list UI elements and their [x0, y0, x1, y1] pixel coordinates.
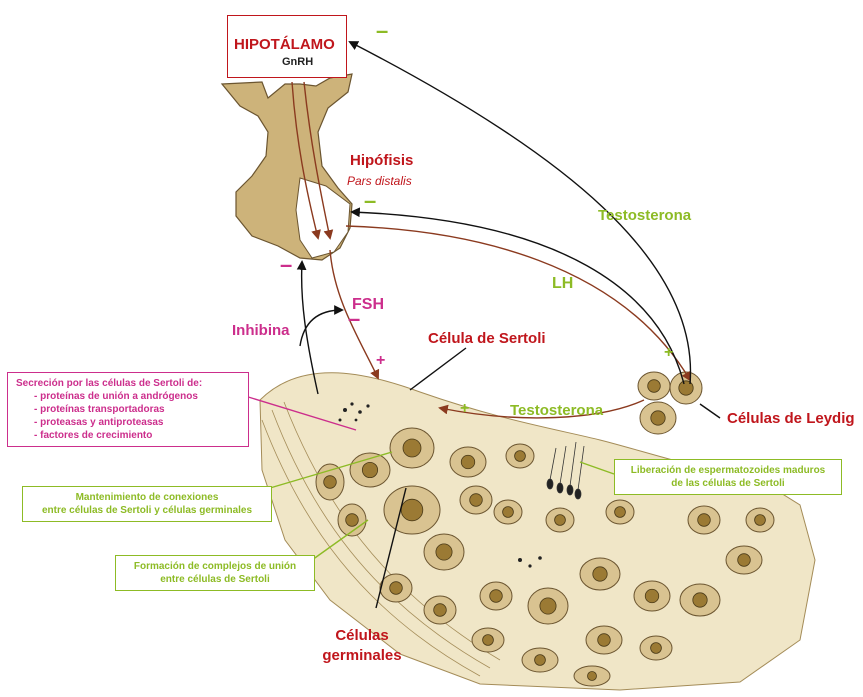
connections-line-2: entre células de Sertoli y células germi…	[29, 504, 265, 517]
junctions-box: Formación de complejos de unión entre cé…	[115, 555, 315, 591]
inhibin-fsh-arc	[300, 310, 342, 346]
plus-sertoli: +	[376, 352, 385, 370]
sperm-release-box: Liberación de espermatozoides maduros de…	[614, 459, 842, 495]
junctions-line-1: Formación de complejos de unión	[122, 560, 308, 573]
inhibin-label: Inhibina	[232, 322, 290, 339]
cell-nucleus	[390, 582, 403, 595]
minus-hypothalamus: –	[376, 18, 388, 44]
cell-nucleus	[555, 515, 566, 526]
secretion-item: - proteasas y antiproteasas	[16, 416, 240, 429]
cell-nucleus	[755, 515, 766, 526]
pituitary-title: Hipófisis	[350, 152, 413, 169]
cell-nucleus	[403, 439, 421, 457]
cell-nucleus	[515, 451, 526, 462]
testosterone-top-label: Testosterona	[598, 207, 691, 224]
cell-nucleus	[679, 381, 693, 395]
cell-nucleus	[490, 590, 503, 603]
cell-nucleus	[503, 507, 514, 518]
cell-nucleus	[346, 514, 359, 527]
cell-nucleus	[535, 655, 546, 666]
germinal-line-1: Células	[318, 626, 406, 646]
secretion-item: - proteínas transportadoras	[16, 403, 240, 416]
cell-nucleus	[651, 411, 665, 425]
germinal-line-2: germinales	[318, 646, 406, 666]
stimulation-arrows	[292, 82, 690, 418]
cell-nucleus	[540, 598, 556, 614]
germinal-cells-label: Células germinales	[318, 626, 406, 666]
cell-nucleus	[738, 554, 751, 567]
sertoli-cell-label: Célula de Sertoli	[428, 330, 546, 347]
cell-nucleus	[434, 604, 447, 617]
cell-nucleus	[651, 643, 662, 654]
cell-nucleus	[324, 476, 337, 489]
minus-fsh: –	[348, 306, 360, 332]
pars-distalis	[296, 178, 350, 258]
sertoli-secretion-box: Secreción por las células de Sertoli de:…	[7, 372, 249, 447]
cell-nucleus	[362, 462, 377, 477]
cell-nucleus	[588, 672, 597, 681]
cell-nucleus	[461, 455, 475, 469]
cell-nucleus	[615, 507, 626, 518]
cell-nucleus	[593, 567, 607, 581]
cell-nucleus	[598, 634, 611, 647]
connections-line-1: Mantenimiento de conexiones	[29, 491, 265, 504]
testosterone-to-pituitary	[352, 212, 684, 384]
connections-box: Mantenimiento de conexiones entre célula…	[22, 486, 272, 522]
release-line-2: de las células de Sertoli	[621, 477, 835, 490]
secretion-item: - factores de crecimiento	[16, 429, 240, 442]
testosterone-bottom-label: Testosterona	[510, 402, 603, 419]
lh-arrow	[346, 226, 690, 380]
lh-label: LH	[552, 275, 573, 293]
cell-nucleus	[470, 494, 483, 507]
minus-inhibin: –	[280, 252, 292, 278]
cell-nucleus	[401, 499, 423, 521]
junctions-line-2: entre células de Sertoli	[122, 573, 308, 586]
cell-nucleus	[693, 593, 707, 607]
secretion-title: Secreción por las células de Sertoli de:	[16, 377, 240, 390]
minus-pituitary: –	[364, 188, 376, 214]
pituitary-subtitle: Pars distalis	[347, 174, 412, 188]
cell-nucleus	[436, 544, 452, 560]
cell-nucleus	[483, 635, 494, 646]
release-line-1: Liberación de espermatozoides maduros	[621, 464, 835, 477]
cell-nucleus	[645, 589, 659, 603]
plus-testosterone: +	[460, 400, 469, 418]
cell-nucleus	[698, 514, 711, 527]
leydig-cells-label: Células de Leydig	[727, 410, 855, 427]
plus-leydig: +	[664, 344, 673, 362]
secretion-item: - proteínas de unión a andrógenos	[16, 390, 240, 403]
hypothalamus-title: HIPOTÁLAMO	[234, 36, 335, 53]
gnrh-label: GnRH	[282, 56, 313, 68]
cell-nucleus	[648, 380, 661, 393]
